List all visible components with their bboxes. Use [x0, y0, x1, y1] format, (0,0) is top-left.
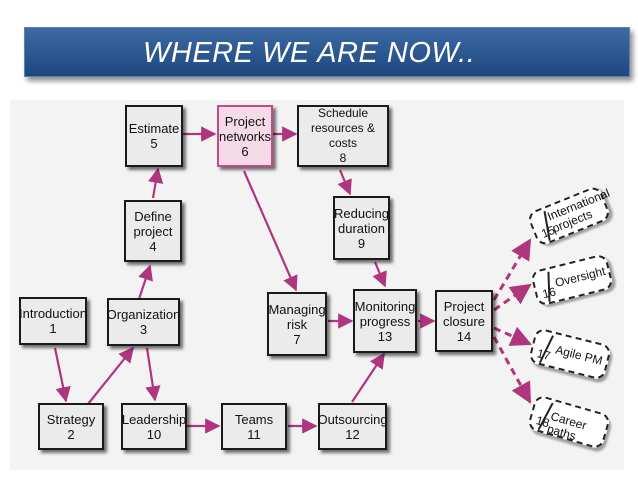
- node-label: Schedule resources & costs: [310, 106, 376, 150]
- node-label: Managing risk: [268, 301, 326, 332]
- arrow-schedule-to-reducing: [337, 169, 352, 196]
- node-number: 13: [377, 328, 393, 344]
- arrow-closure-to-agile: [493, 326, 532, 346]
- node-label: Introduction: [19, 306, 87, 321]
- node-number: 9: [357, 235, 366, 251]
- tag-label: Oversight: [553, 263, 607, 290]
- node-number: 3: [139, 322, 148, 337]
- node-label: Project closure: [443, 298, 485, 329]
- node-introduction: Introduction 1: [19, 297, 87, 345]
- node-organization: Organization 3: [107, 298, 180, 346]
- node-label: Strategy: [46, 411, 96, 427]
- node-number: 14: [456, 328, 472, 344]
- node-label: Estimate: [128, 121, 180, 136]
- slide-title: WHERE WE ARE NOW..: [143, 37, 476, 69]
- node-reducing-duration: Reducing duration 9: [333, 196, 390, 260]
- node-outsourcing: Outsourcing 12: [317, 403, 388, 450]
- arrow-networks-to-risk: [242, 170, 298, 292]
- arrow-reducing-to-monitoring: [372, 261, 387, 288]
- node-number: 11: [247, 426, 261, 442]
- node-label: Leadership: [121, 411, 187, 427]
- node-number: 2: [67, 426, 75, 442]
- node-schedule: Schedule resources & costs 8: [297, 105, 389, 167]
- arrow-closure-to-oversight: [493, 283, 532, 312]
- node-number: 1: [49, 321, 57, 336]
- node-number: 5: [150, 136, 158, 151]
- node-number: 8: [339, 151, 347, 165]
- arrow-outsourcing-to-monitoring: [351, 352, 385, 403]
- node-label: Teams: [234, 411, 274, 427]
- node-managing-risk: Managing risk 7: [267, 292, 327, 356]
- arrow-organization-to-define: [137, 264, 153, 300]
- node-project-closure: Project closure 14: [435, 290, 493, 352]
- node-strategy: Strategy 2: [38, 403, 104, 450]
- node-label: Define project: [133, 208, 173, 239]
- node-estimate: Estimate 5: [125, 105, 183, 167]
- node-leadership: Leadership 10: [121, 403, 187, 450]
- arrow-organization-to-leadership: [145, 347, 161, 402]
- node-teams: Teams 11: [221, 403, 287, 450]
- tag-label: Agile PM: [553, 342, 604, 368]
- node-label: Organization: [106, 307, 181, 322]
- arrow-introduction-to-strategy: [53, 347, 71, 403]
- node-label: Monitoring progress: [354, 298, 416, 329]
- node-label: Reducing duration: [334, 205, 389, 236]
- node-number: 6: [241, 143, 249, 159]
- node-number: 12: [345, 426, 360, 442]
- node-label: Project networks: [218, 113, 272, 144]
- arrow-closure-to-international: [492, 238, 532, 301]
- node-label: Outsourcing: [317, 411, 388, 427]
- arrow-strategy-to-organization: [87, 346, 134, 405]
- node-number: 10: [146, 426, 162, 442]
- node-number: 4: [149, 238, 157, 254]
- arrow-closure-to-career: [492, 336, 532, 404]
- node-monitoring-progress: Monitoring progress 13: [353, 289, 417, 353]
- arrow-define-to-estimate: [148, 167, 164, 199]
- node-number: 7: [293, 331, 301, 347]
- node-project-networks: Project networks 6: [217, 105, 273, 167]
- node-define-project: Define project 4: [124, 200, 182, 262]
- title-banner: WHERE WE ARE NOW..: [24, 27, 630, 77]
